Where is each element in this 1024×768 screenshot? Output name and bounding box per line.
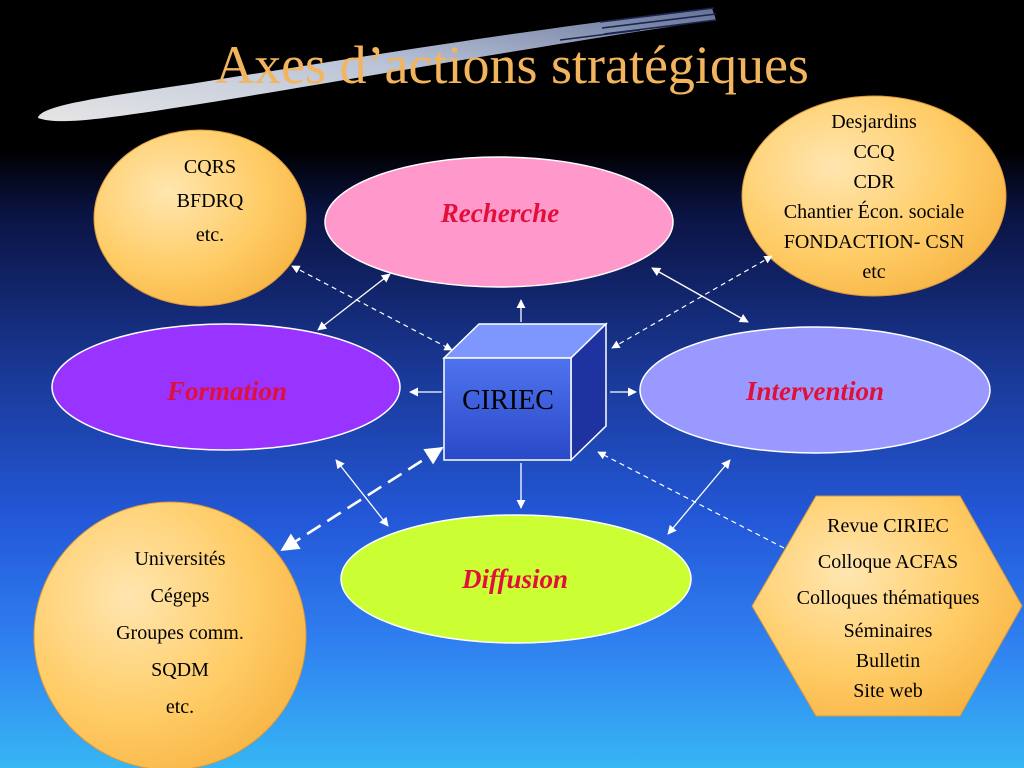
partner-circle-top-left (93, 129, 307, 307)
axis-recherche-label: Recherche (440, 198, 560, 228)
partner-item: etc. (195, 224, 225, 246)
axis-diffusion-label: Diffusion (461, 564, 569, 594)
partners-bottom-right: Revue CIRIEC Colloque ACFAS Colloques th… (756, 508, 1020, 706)
dashed-connectors (291, 255, 785, 549)
partner-item: Site web (853, 680, 923, 702)
axis-formation-label: Formation (166, 376, 288, 406)
partner-item: etc (862, 261, 886, 283)
ciriec-cube (442, 322, 608, 462)
partner-item: Universités (134, 548, 226, 570)
partner-item: Colloques thématiques (796, 587, 980, 609)
ciriec-label: CIRIEC (462, 385, 554, 416)
dashed-connector-bottom-left (280, 446, 444, 552)
partner-item: Cégeps (150, 585, 210, 607)
partner-item: Chantier Écon. sociale (783, 201, 965, 223)
slide-title: Axes d’actions stratégiques (215, 35, 809, 95)
partner-item: CQRS (183, 156, 237, 178)
partner-item: FONDACTION- CSN (783, 231, 965, 253)
partner-item: Séminaires (843, 620, 933, 642)
partner-hexagon-bottom-right (751, 495, 1023, 717)
partner-item: Revue CIRIEC (827, 515, 949, 537)
axis-intervention-ellipse (639, 326, 991, 454)
partner-circle-bottom-left (33, 501, 307, 768)
partner-item: Groupes comm. (116, 622, 244, 644)
partner-item: Colloque ACFAS (817, 551, 959, 573)
axis-formation-ellipse (51, 323, 401, 451)
partners-top-left: CQRS BFDRQ etc. (110, 150, 310, 252)
axis-intervention-label: Intervention (745, 376, 885, 406)
partner-item: Desjardins (831, 111, 917, 133)
partners-top-right: Desjardins CCQ CDR Chantier Écon. social… (746, 107, 1002, 287)
partner-item: BFDRQ (176, 190, 244, 212)
partner-circle-top-right (741, 95, 1007, 297)
decorative-swoosh (38, 8, 716, 122)
swoosh-stripes (559, 7, 717, 41)
partner-item: etc. (165, 696, 195, 718)
partner-item: CCQ (853, 141, 895, 163)
partner-item: CDR (853, 171, 895, 193)
partner-item: SQDM (151, 659, 209, 681)
axis-recherche-ellipse (324, 156, 674, 288)
partners-bottom-left: Universités Cégeps Groupes comm. SQDM et… (60, 541, 300, 726)
partner-item: Bulletin (855, 650, 921, 672)
